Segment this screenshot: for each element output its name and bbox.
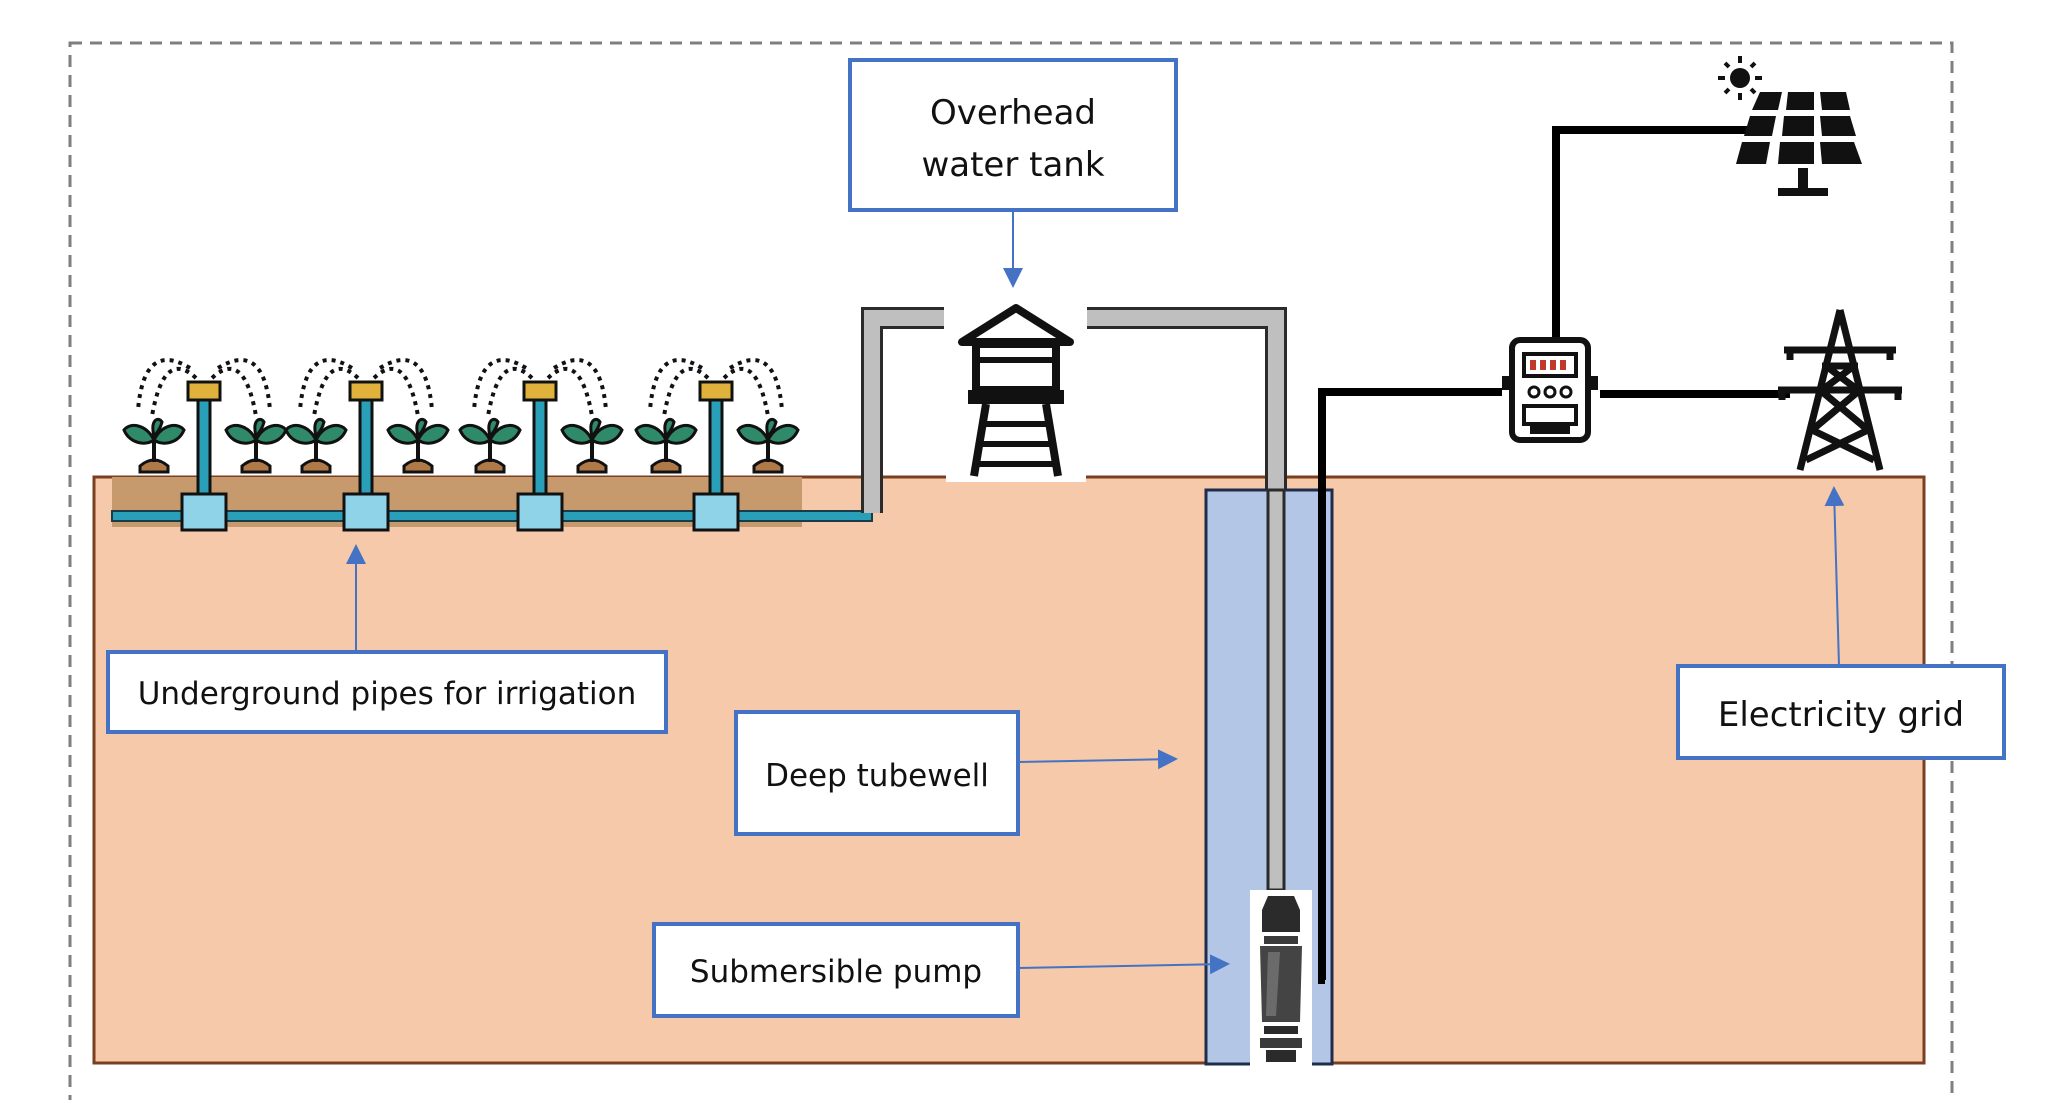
deep-tubewell-label: Deep tubewell (765, 758, 989, 794)
power-cable-to-pump (1318, 388, 1502, 984)
deep-tubewell-label-box (734, 710, 1020, 836)
electricity-grid-arrow (1824, 486, 1845, 667)
electricity-grid-label: Electricity grid (1718, 695, 1964, 735)
plant-icon (224, 417, 288, 474)
electricity-grid-label-box (1676, 664, 2006, 760)
plant-icon (386, 417, 450, 474)
plant-icon (458, 417, 522, 474)
cable-meter-to-solar (1552, 126, 1755, 344)
plant-icon (736, 417, 800, 474)
submersible-pump-arrow (1017, 954, 1230, 975)
overhead-tank-label-line1: Overhead (930, 93, 1096, 133)
system-boundary (68, 41, 1954, 1100)
transmission-tower-icon (1778, 309, 1902, 471)
sprinkler-icon (648, 358, 784, 532)
sprinkler-icon (472, 358, 608, 532)
electric-meter-icon (1502, 337, 1598, 443)
overhead-tank-label-line2: water tank (921, 145, 1104, 185)
water-tower-icon (946, 296, 1086, 482)
sprinkler-row (122, 358, 800, 532)
sun-icon (1718, 56, 1762, 100)
submersible-pump-label-box (652, 922, 1020, 1018)
overhead-tank-label-box (848, 58, 1178, 212)
solar-panel-icon (1736, 92, 1862, 196)
sprinkler-icon (298, 358, 434, 532)
deep-tubewell-arrow (1017, 749, 1178, 770)
underground-irrigation-pipe (111, 510, 873, 522)
plant-icon (560, 417, 624, 474)
submersible-pump-label: Submersible pump (690, 954, 982, 990)
plant-icon (122, 417, 186, 474)
sprinkler-icon (136, 358, 272, 532)
underground-pipes-label-box (106, 650, 668, 734)
plant-icon (634, 417, 698, 474)
submersible-pump-icon (1250, 890, 1312, 1068)
underground-pipes-label: Underground pipes for irrigation (138, 676, 637, 712)
plant-icon (284, 417, 348, 474)
